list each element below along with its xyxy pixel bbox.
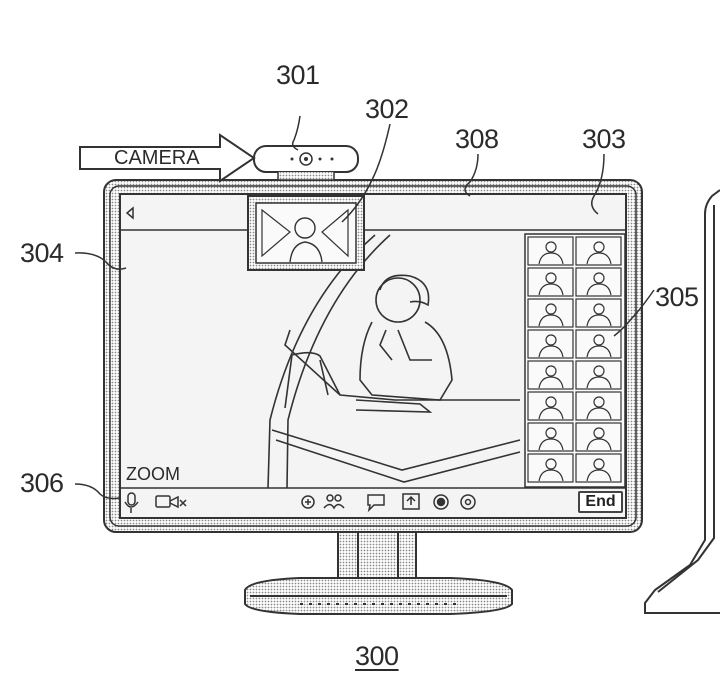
participant-tile[interactable] [575, 267, 622, 297]
participant-tile[interactable] [527, 391, 574, 421]
chat-icon[interactable] [367, 494, 385, 513]
participant-tile[interactable] [575, 360, 622, 390]
toolbar [124, 492, 476, 513]
record-icon[interactable] [433, 494, 449, 510]
participant-tile[interactable] [575, 329, 622, 359]
ref-label-304: 304 [20, 238, 64, 268]
participant-tile[interactable] [575, 422, 622, 452]
participant-tile[interactable] [575, 391, 622, 421]
participant-tile[interactable] [527, 298, 574, 328]
video-camera-icon[interactable] [155, 495, 187, 509]
monitor-stand [244, 530, 513, 615]
participant-tile[interactable] [527, 236, 574, 266]
share-screen-icon[interactable] [402, 493, 420, 510]
ref-label-305: 305 [655, 282, 699, 312]
second-monitor [644, 189, 720, 614]
ref-label-303: 303 [582, 124, 626, 154]
camera-arrow [79, 133, 256, 183]
participant-tile[interactable] [527, 422, 574, 452]
participant-tile[interactable] [575, 236, 622, 266]
camera-preview[interactable] [247, 195, 365, 271]
microphone-icon[interactable] [124, 492, 139, 513]
camera-callout-text: CAMERA [114, 147, 200, 169]
participant-tile[interactable] [527, 360, 574, 390]
ref-label-302: 302 [365, 94, 409, 124]
ref-label-301: 301 [276, 60, 320, 90]
participants-icon[interactable] [323, 494, 345, 510]
person-head [375, 277, 421, 323]
camera-lens-icon [299, 152, 313, 166]
back-arrow-icon[interactable] [125, 206, 134, 220]
participant-tile[interactable] [527, 267, 574, 297]
figure-number: 300 [355, 641, 399, 671]
participant-grid [524, 233, 626, 488]
participant-tile[interactable] [527, 329, 574, 359]
ref-label-308: 308 [455, 124, 499, 154]
add-icon[interactable] [301, 495, 315, 509]
participant-tile[interactable] [575, 453, 622, 483]
main-video-scene [267, 234, 521, 489]
zoom-text: ZOOM [126, 464, 180, 484]
leader-lines [74, 115, 655, 500]
end-call-button[interactable]: End [578, 491, 623, 513]
participant-tile[interactable] [575, 298, 622, 328]
webcam-device [253, 145, 359, 181]
participant-tile[interactable] [527, 453, 574, 483]
ref-label-306: 306 [20, 468, 64, 498]
settings-icon[interactable] [460, 494, 476, 510]
